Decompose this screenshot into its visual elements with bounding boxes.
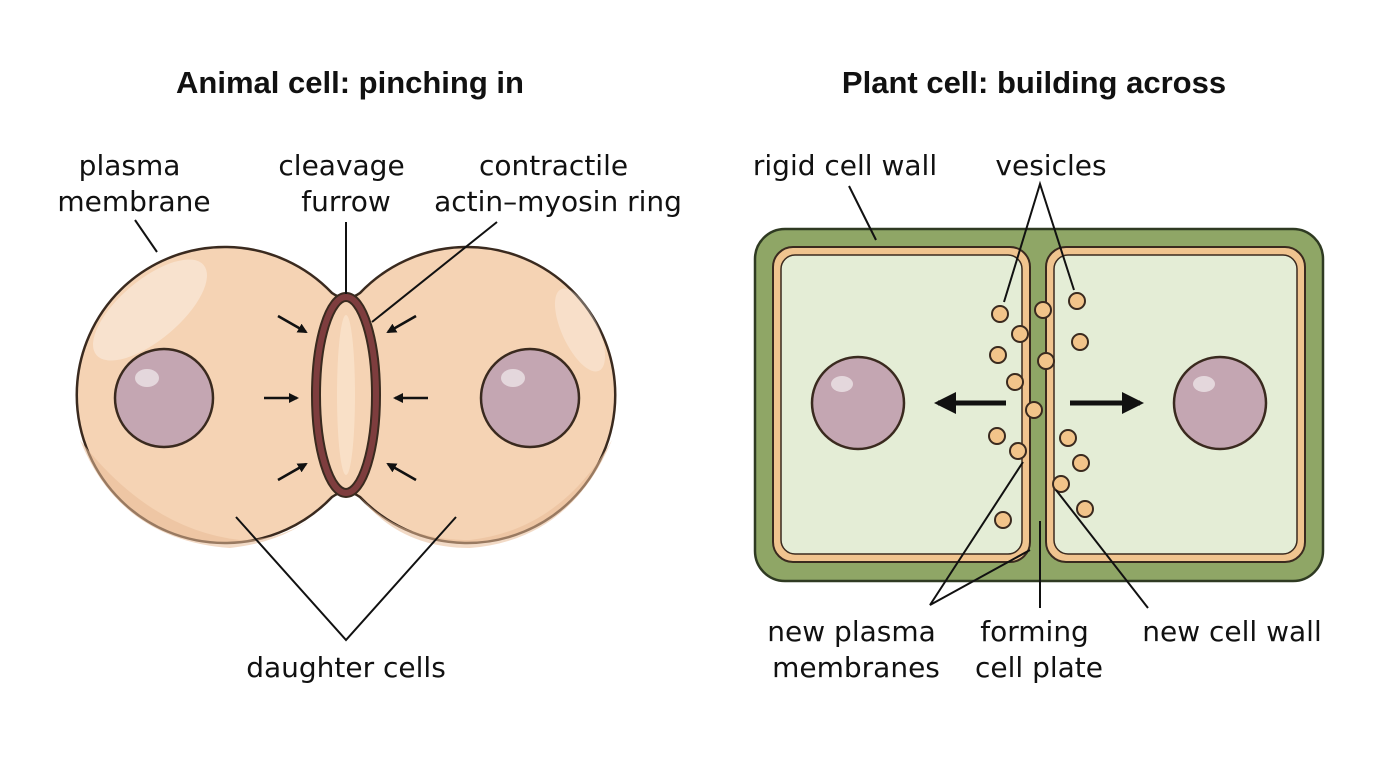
arrow-left-icon [386,462,417,482]
animal-cell-shading [80,440,332,548]
arrow-left-icon [386,314,417,334]
vesicles-leader [1003,180,1075,303]
plant-nucleus-right [1172,355,1268,451]
animal-nucleus-right [479,347,581,449]
forming-cell-plate-label-line2: cell plate [975,651,1103,684]
rigid-cell-wall-leader [848,185,877,241]
contractile-ring-label-line2: actin–myosin ring [434,185,682,218]
forming-cell-plate-label: forming cell plate [975,615,1103,684]
contractile-ring-label-line1: contractile [479,149,628,182]
new-plasma-membranes-label-line1: new plasma [767,615,936,648]
vesicle [1059,429,1077,447]
contractile-ring-leader [371,221,498,323]
contractile-ring-label: contractile actin–myosin ring [434,149,682,218]
plant-nucleus-left [810,355,906,451]
forming-cell-plate-label-line1: forming [980,615,1089,648]
plant-panel-title: Plant cell: building across [842,65,1226,100]
vesicles-group [988,292,1094,529]
animal-cell-shading-right [360,440,612,548]
new-plasma-membranes-leader [929,461,1031,606]
animal-nucleus-right-highlight [501,369,525,387]
new-cell-wall-leader [1055,489,1149,609]
plasma-membrane-label: plasma membrane [57,149,210,218]
animal-cell-panel: Animal cell: pinching in plasma [57,65,682,684]
vesicle [1052,475,1070,493]
vesicle [988,427,1006,445]
cleavage-furrow-label: cleavage furrow [278,149,413,218]
arrow-right-icon [277,314,308,334]
vesicle [1034,301,1052,319]
vesicles-label: vesicles [995,149,1106,182]
new-plasma-membranes-label-line2: membranes [772,651,940,684]
vesicle [1011,325,1029,343]
plant-cell-panel: Plant cell: building across [753,65,1325,684]
cleavage-furrow-label-line1: cleavage [278,149,404,182]
furrow-highlight [337,315,355,475]
animal-cell-highlight [93,259,207,361]
plasma-membrane-label-line1: plasma [79,149,181,182]
plant-nucleus-right-highlight [1193,376,1215,392]
vesicle [1006,373,1024,391]
vesicle [1037,352,1055,370]
animal-panel-title: Animal cell: pinching in [176,65,524,100]
rigid-cell-wall-label: rigid cell wall [753,149,937,182]
new-plasma-membranes-label: new plasma membranes [767,615,944,684]
animal-nucleus-left [113,347,215,449]
animal-cell-highlight-right [554,288,606,372]
animal-nucleus-left-highlight [135,369,159,387]
new-cell-wall-label: new cell wall [1142,615,1321,648]
plasma-membrane-label-line2: membrane [57,185,210,218]
vesicle [1068,292,1086,310]
vesicle [989,346,1007,364]
arrow-right-icon [277,462,308,482]
vesicle [1071,333,1089,351]
vesicle [1072,454,1090,472]
vesicle [1009,442,1027,460]
cleavage-furrow-label-line2: furrow [301,185,391,218]
daughter-cells-leader [235,516,457,642]
daughter-cells-label: daughter cells [246,651,446,684]
plasma-membrane-leader [134,219,158,253]
plant-nucleus-left-highlight [831,376,853,392]
vesicle [1025,401,1043,419]
vesicle [1076,500,1094,518]
contractile-ring-inner [313,294,379,496]
vesicle [994,511,1012,529]
vesicle [991,305,1009,323]
